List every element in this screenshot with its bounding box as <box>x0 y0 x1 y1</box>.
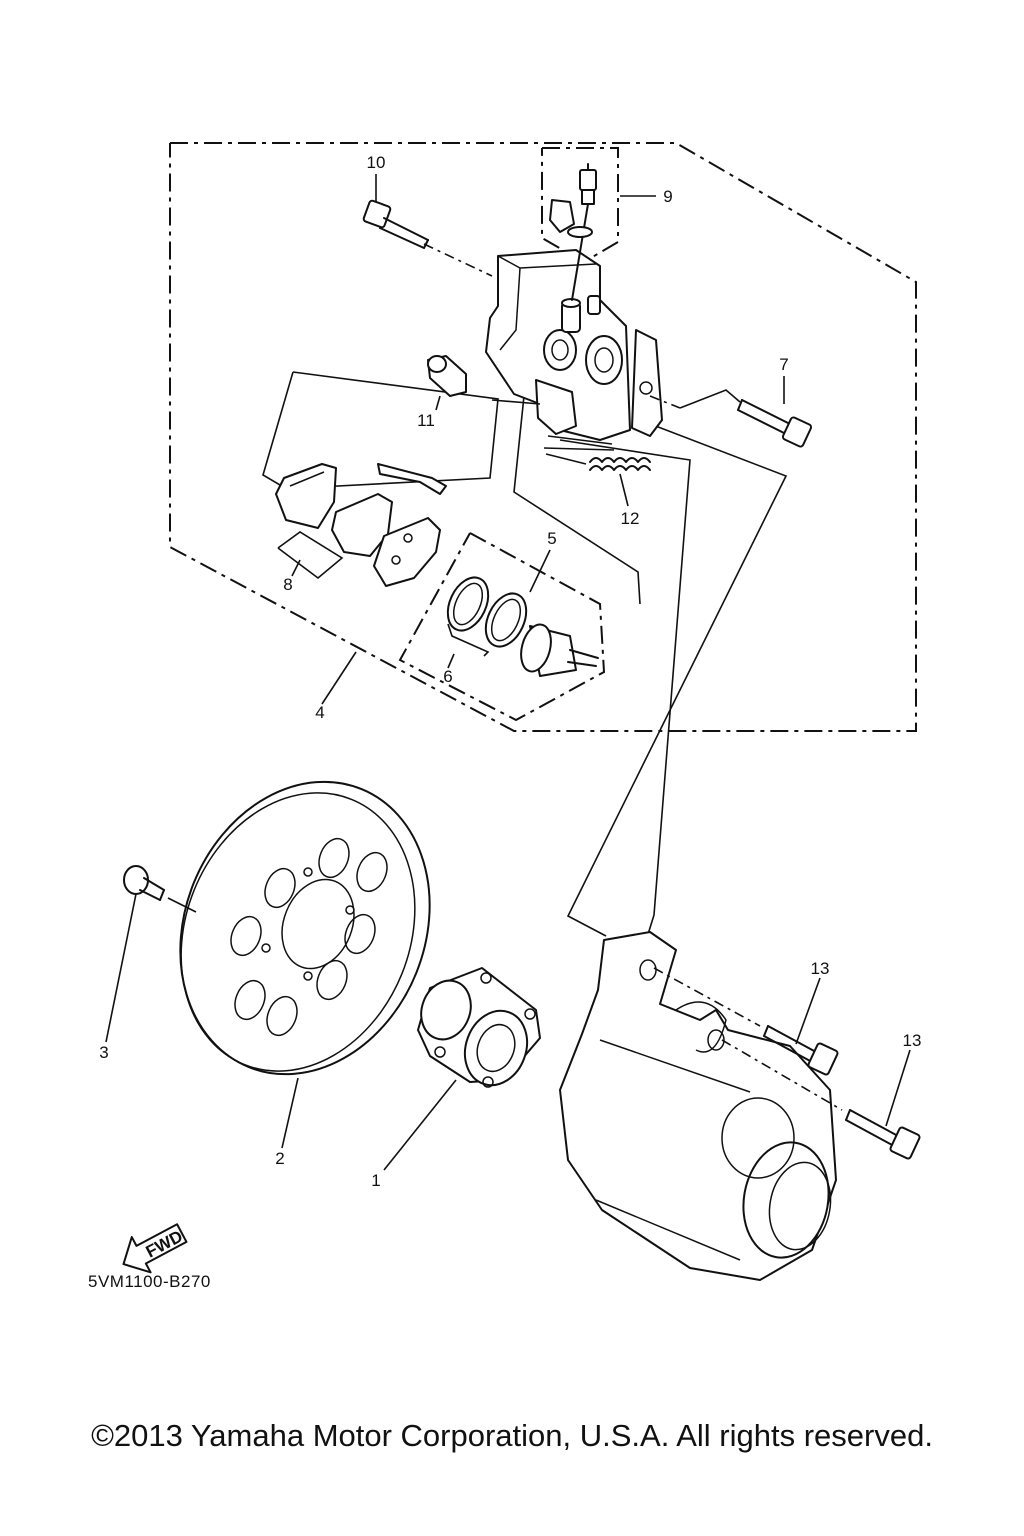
callout-9: 9 <box>663 187 672 206</box>
callout-3: 3 <box>99 1043 108 1062</box>
diagram-reference-code: 5VM1100-B270 <box>88 1272 211 1291</box>
bleed-valve-group-boundary <box>541 147 619 264</box>
caliper-assembly-boundary <box>169 142 917 732</box>
callout-11: 11 <box>417 411 435 430</box>
holder-bolt-13-lower <box>721 1039 921 1160</box>
bracket-link-line <box>513 395 641 605</box>
callout-4: 4 <box>315 703 324 722</box>
brake-hub-1 <box>417 967 541 1088</box>
callout-leaders <box>105 174 911 1171</box>
callout-12: 12 <box>621 509 640 528</box>
callout-8: 8 <box>283 575 292 594</box>
slide-pin-boot-11 <box>427 355 467 397</box>
copyright-notice: ©2013 Yamaha Motor Corporation, U.S.A. A… <box>91 1418 933 1453</box>
callout-10: 10 <box>367 153 386 172</box>
caliper-piston <box>520 623 599 677</box>
caliper-holder <box>559 931 837 1281</box>
callout-13-lower: 13 <box>903 1031 922 1050</box>
brake-pads-8 <box>275 463 447 587</box>
pad-spring-12 <box>543 435 651 471</box>
callout-1: 1 <box>371 1171 380 1190</box>
callout-2: 2 <box>275 1149 284 1168</box>
bleed-valve-9 <box>549 163 597 301</box>
callout-6: 6 <box>443 667 452 686</box>
callout-5: 5 <box>547 529 556 548</box>
caliper-body <box>485 249 663 441</box>
callout-13-upper: 13 <box>811 959 830 978</box>
brake-disc-2 <box>179 780 431 1076</box>
disc-bolt-3 <box>123 865 197 913</box>
caliper-bolt-7 <box>649 389 813 448</box>
caliper-bolt-10 <box>362 199 493 277</box>
pad-kit-lead-frame-2 <box>292 371 499 489</box>
callout-7: 7 <box>779 355 788 374</box>
holder-link-line-right <box>566 419 788 937</box>
holder-bolt-13-upper <box>653 967 839 1076</box>
piston-seals-6 <box>446 576 528 657</box>
